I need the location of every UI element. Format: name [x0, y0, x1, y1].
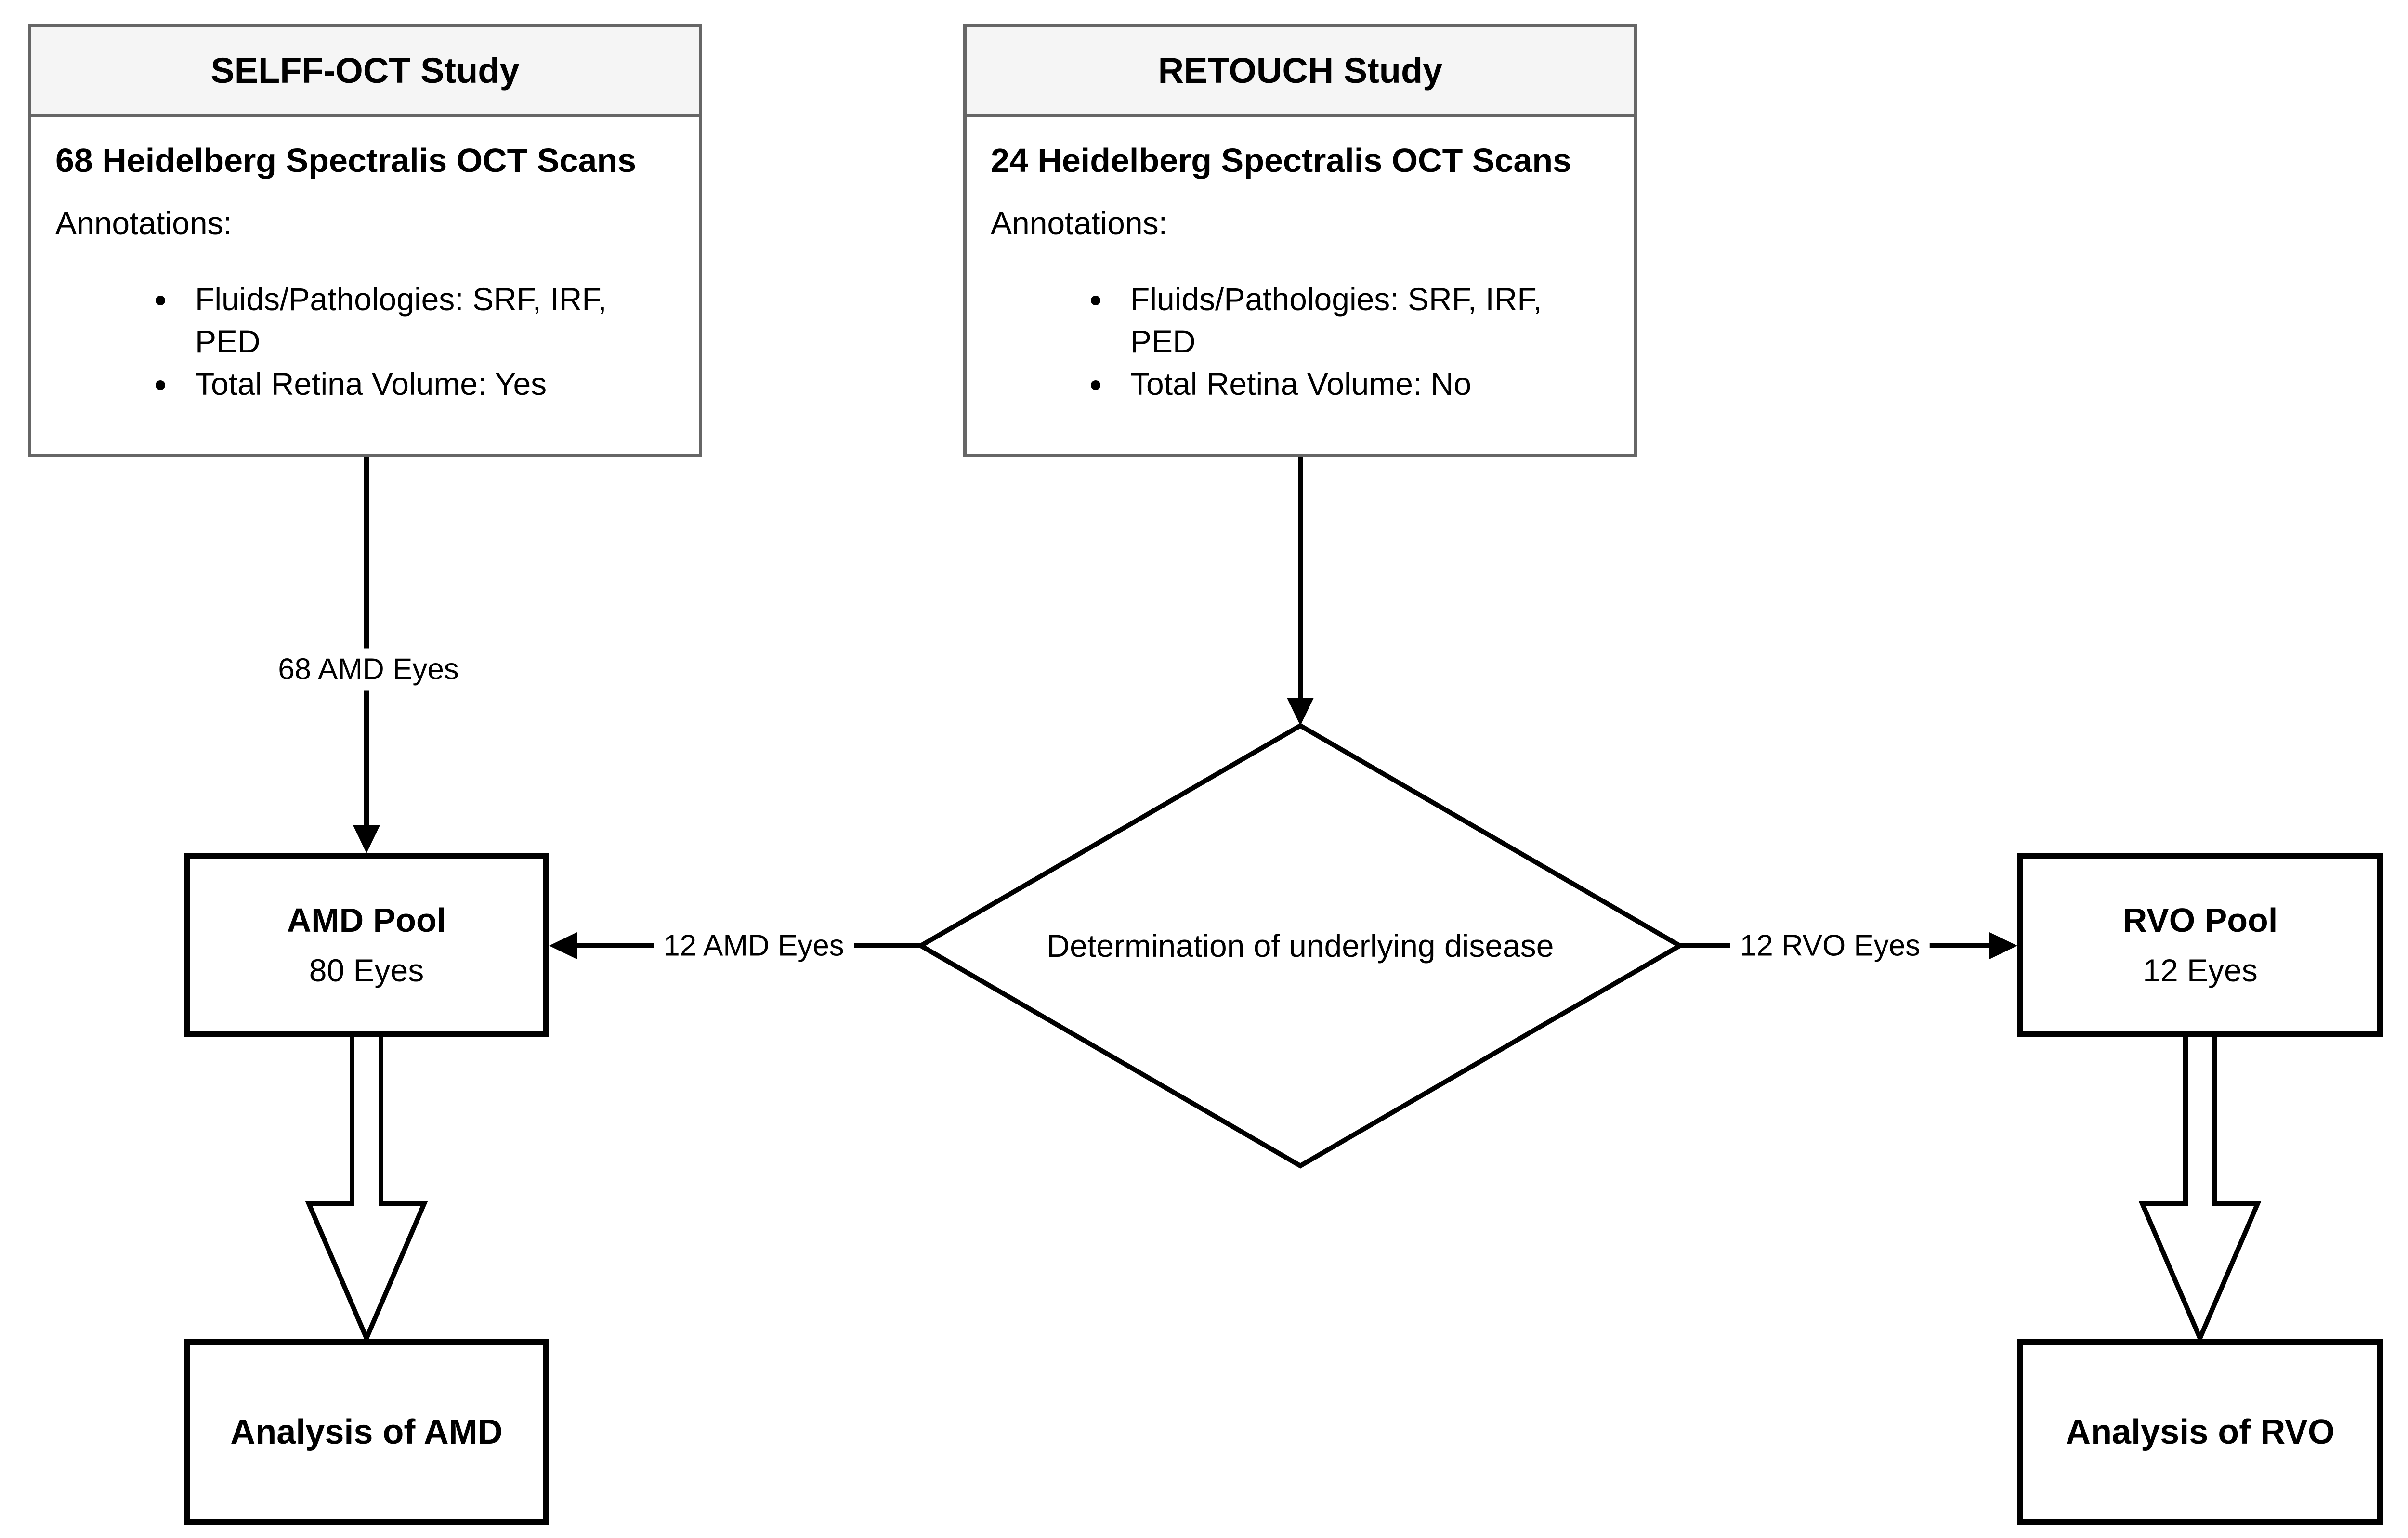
- decision-diamond-shape: [916, 723, 1685, 1169]
- selff-oct-scans-headline: 68 Heidelberg Spectralis OCT Scans: [55, 142, 637, 179]
- annotation-bullet-fluids: Fluids/Pathologies: SRF, IRF, PED: [1113, 278, 1593, 363]
- analysis-of-rvo-box: Analysis of RVO: [2017, 1339, 2383, 1525]
- retouch-scans-headline: 24 Heidelberg Spectralis OCT Scans: [991, 142, 1572, 179]
- arrowhead-diamond-to-rvo-pool: [1989, 932, 2017, 959]
- edge-label-12-amd-eyes: 12 AMD Eyes: [654, 925, 854, 967]
- rvo-pool-box: RVO Pool 12 Eyes: [2017, 853, 2383, 1037]
- amd-pool-count: 80 Eyes: [309, 952, 424, 988]
- amd-pool-title: AMD Pool: [287, 901, 446, 939]
- retouch-study-header: RETOUCH Study: [967, 27, 1634, 117]
- selff-oct-study-body: 68 Heidelberg Spectralis OCT Scans Annot…: [31, 117, 699, 405]
- retouch-study-box: RETOUCH Study 24 Heidelberg Spectralis O…: [963, 24, 1637, 457]
- annotations-label: Annotations:: [55, 205, 232, 241]
- analysis-of-amd-label: Analysis of AMD: [230, 1412, 503, 1451]
- selff-oct-study-title: SELFF-OCT Study: [210, 50, 520, 91]
- selff-oct-study-box: SELFF-OCT Study 68 Heidelberg Spectralis…: [28, 24, 702, 457]
- retouch-study-title: RETOUCH Study: [1158, 50, 1443, 91]
- amd-pool-box: AMD Pool 80 Eyes: [184, 853, 549, 1037]
- annotation-bullet-volume: Total Retina Volume: Yes: [178, 363, 657, 405]
- analysis-of-rvo-label: Analysis of RVO: [2066, 1412, 2335, 1451]
- arrowhead-selff-to-amd-pool: [353, 825, 380, 853]
- annotations-list: Fluids/Pathologies: SRF, IRF, PED Total …: [55, 278, 680, 405]
- analysis-of-amd-box: Analysis of AMD: [184, 1339, 549, 1525]
- decision-diamond-label: Determination of underlying disease: [1047, 928, 1554, 964]
- block-arrow-amd-pool-to-analysis: [305, 1036, 428, 1344]
- edge-label-68-amd-eyes: 68 AMD Eyes: [268, 648, 469, 691]
- edge-label-12-rvo-eyes: 12 RVO Eyes: [1730, 925, 1930, 967]
- selff-oct-study-header: SELFF-OCT Study: [31, 27, 699, 117]
- arrowhead-diamond-to-amd-pool: [549, 932, 577, 959]
- annotation-bullet-fluids: Fluids/Pathologies: SRF, IRF, PED: [178, 278, 657, 363]
- annotation-bullet-volume: Total Retina Volume: No: [1113, 363, 1593, 405]
- annotations-label: Annotations:: [991, 205, 1167, 241]
- block-arrow-rvo-pool-to-analysis: [2138, 1036, 2262, 1344]
- retouch-study-body: 24 Heidelberg Spectralis OCT Scans Annot…: [967, 117, 1634, 405]
- rvo-pool-count: 12 Eyes: [2143, 952, 2258, 988]
- rvo-pool-title: RVO Pool: [2122, 901, 2278, 939]
- arrowhead-retouch-to-diamond: [1287, 698, 1314, 726]
- annotations-list: Fluids/Pathologies: SRF, IRF, PED Total …: [991, 278, 1615, 405]
